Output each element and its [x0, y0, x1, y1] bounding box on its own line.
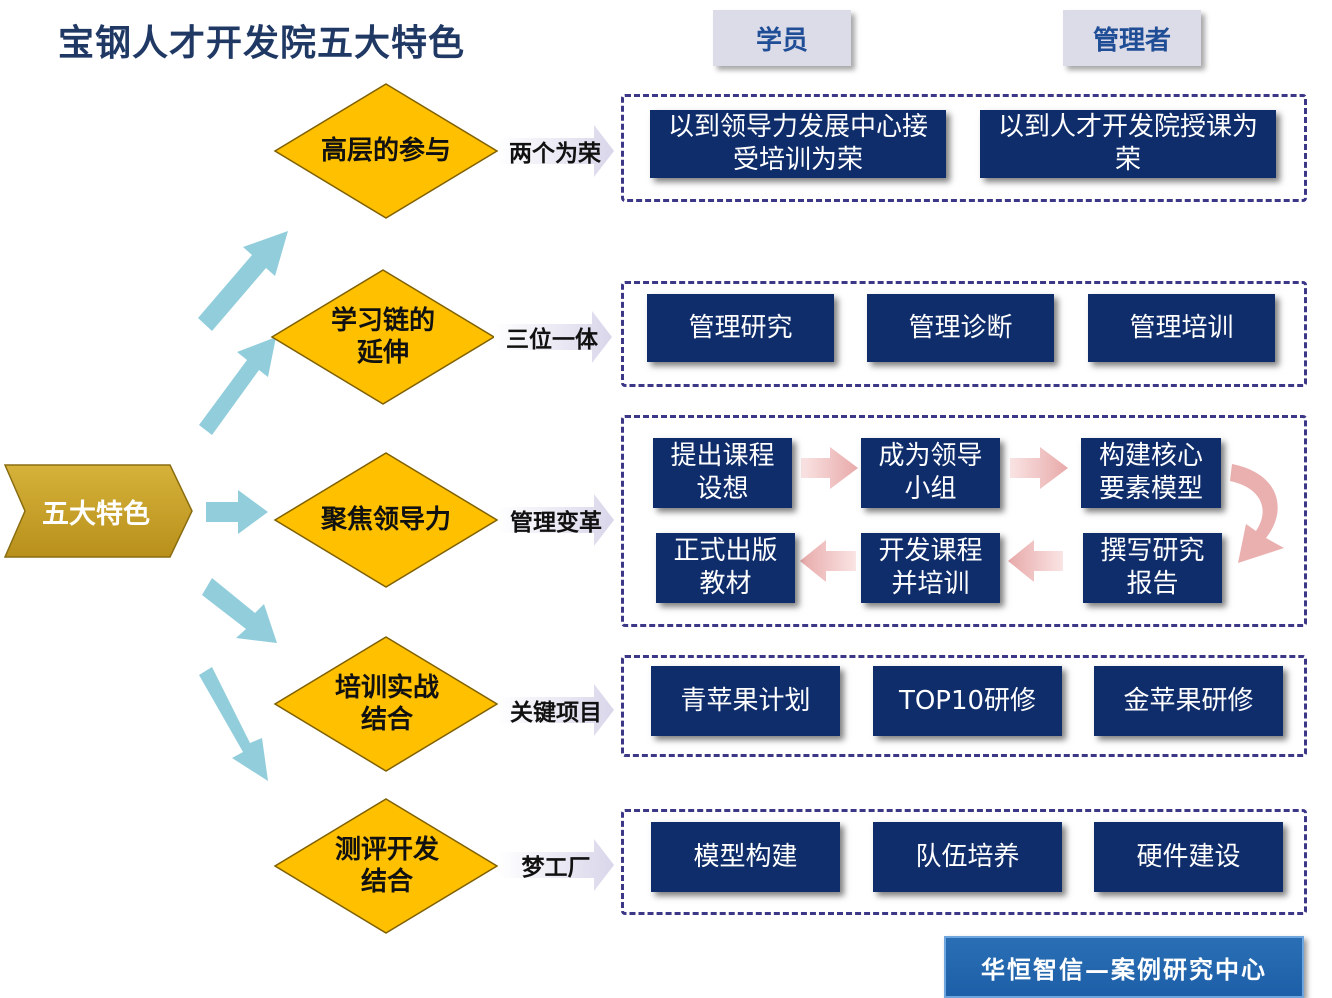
feature-2-group — [621, 281, 1307, 387]
arrow-to-feature-2 — [199, 337, 276, 435]
tag-arrow-1 — [498, 125, 614, 177]
feature-2-item-2: 管理诊断 — [867, 294, 1054, 362]
diamond-1 — [273, 83, 499, 219]
arrow-to-feature-4 — [202, 578, 277, 643]
diamond-5 — [273, 798, 499, 934]
tag-arrow-5 — [498, 839, 614, 891]
flow-arrow-4-5 — [1008, 540, 1063, 582]
feature-3-item-3: 构建核心要素模型 — [1081, 438, 1221, 508]
header-manager-label: 管理者 — [1092, 25, 1171, 56]
tag-arrow-2 — [494, 311, 612, 363]
feature-4-item-3: 金苹果研修 — [1094, 666, 1283, 736]
feature-2-item-1: 管理研究 — [647, 294, 834, 362]
diamond-3 — [273, 452, 499, 588]
feature-1-item-1: 以到领导力发展中心接受培训为荣 — [650, 110, 946, 178]
arrow-to-feature-1 — [198, 231, 288, 331]
root-label: 五大特色 — [42, 498, 150, 530]
feature-1-tag: 两个为荣 — [509, 141, 601, 167]
diamond-2 — [270, 269, 496, 405]
feature-3-tag: 管理变革 — [510, 510, 602, 536]
root-shape — [3, 464, 193, 558]
feature-2-tag: 三位一体 — [506, 327, 598, 353]
feature-1-item-2: 以到人才开发院授课为荣 — [980, 110, 1276, 178]
feature-3-group — [621, 415, 1307, 627]
page-title: 宝钢人才开发院五大特色 — [58, 23, 466, 64]
feature-4-item-2: TOP10研修 — [873, 666, 1062, 736]
feature-2-item-3: 管理培训 — [1088, 294, 1275, 362]
feature-3-item-2: 成为领导小组 — [861, 438, 1000, 508]
feature-3-label: 聚焦领导力 — [320, 505, 451, 535]
footer-text: 华恒智信—案例研究中心 — [981, 954, 1267, 984]
diamond-4 — [273, 636, 499, 772]
header-student: 学员 — [713, 10, 851, 66]
feature-3-item-1: 提出课程设想 — [653, 438, 792, 508]
feature-4-tag: 关键项目 — [510, 700, 602, 726]
feature-3-item-4: 撰写研究报告 — [1083, 533, 1222, 603]
feature-5-label: 测评开发结合 — [334, 835, 439, 897]
feature-1-group — [621, 94, 1307, 202]
feature-4-item-1: 青苹果计划 — [651, 666, 840, 736]
feature-3-item-6: 正式出版教材 — [656, 533, 795, 603]
feature-5-group — [621, 809, 1307, 915]
flow-arrow-1-2 — [801, 447, 858, 489]
header-manager: 管理者 — [1063, 10, 1201, 66]
feature-4-group — [621, 655, 1307, 757]
feature-5-item-1: 模型构建 — [651, 822, 840, 892]
feature-5-tag: 梦工厂 — [521, 855, 591, 881]
header-student-label: 学员 — [755, 25, 808, 56]
feature-1-label: 高层的参与 — [320, 136, 451, 166]
feature-5-item-2: 队伍培养 — [873, 822, 1062, 892]
arrow-to-feature-3 — [206, 490, 268, 534]
flow-arrow-3-4 — [1230, 464, 1284, 563]
feature-5-item-3: 硬件建设 — [1094, 822, 1283, 892]
feature-2-label: 学习链的延伸 — [330, 306, 435, 368]
flow-arrow-5-6 — [800, 540, 856, 582]
feature-4-label: 培训实战结合 — [334, 673, 439, 735]
tag-arrow-3 — [498, 494, 614, 546]
flow-arrow-2-3 — [1010, 447, 1068, 489]
feature-3-item-5: 开发课程并培训 — [861, 533, 1000, 603]
footer-badge: 华恒智信—案例研究中心 — [944, 936, 1304, 998]
tag-arrow-4 — [498, 684, 614, 736]
arrow-to-feature-5 — [199, 667, 268, 781]
